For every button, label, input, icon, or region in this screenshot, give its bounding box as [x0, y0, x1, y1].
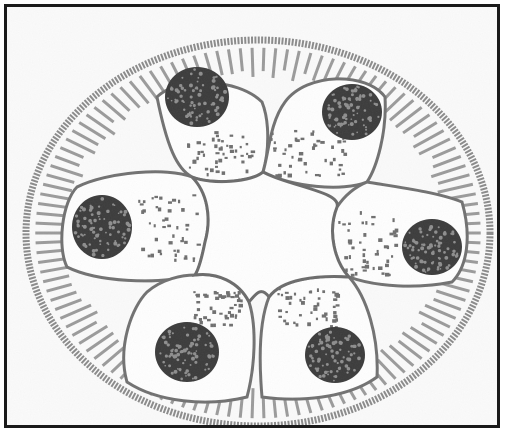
- figure-frame: [4, 4, 500, 428]
- print-grain: [7, 7, 497, 425]
- acinus-diagram: [7, 7, 497, 425]
